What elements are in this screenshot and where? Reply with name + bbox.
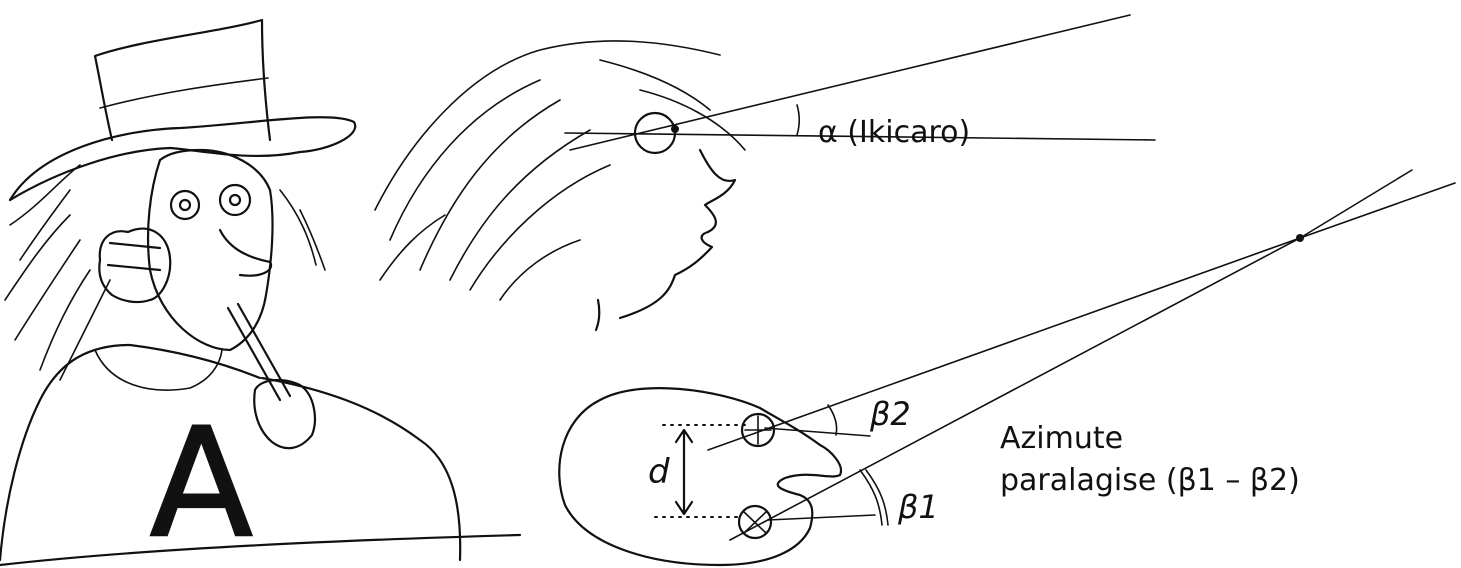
hat-brim xyxy=(8,116,357,202)
head-outline xyxy=(558,387,843,567)
far-extension-line xyxy=(1299,182,1456,239)
face-profile xyxy=(594,148,737,332)
left-eye xyxy=(169,189,201,221)
lower-eye-reference-line xyxy=(767,514,876,521)
distance-label: d xyxy=(648,452,670,492)
line-of-sight xyxy=(569,14,1131,151)
distance-arrow xyxy=(674,428,694,516)
hair-strands xyxy=(4,164,326,381)
beta1-arc xyxy=(859,469,889,526)
hat-crown xyxy=(93,18,272,142)
shirt-collar xyxy=(94,349,223,391)
upper-eye-cross xyxy=(744,415,772,445)
azimute-label: Azimute xyxy=(1000,421,1123,456)
lower-eye-sight-line xyxy=(729,237,1301,541)
beta2-arc xyxy=(827,404,838,436)
upper-eye xyxy=(740,412,776,448)
lower-eye xyxy=(737,504,773,540)
horizontal-reference-line xyxy=(564,132,1156,141)
hat-band xyxy=(99,77,269,109)
raised-hand xyxy=(98,227,172,304)
face-outline xyxy=(146,148,274,352)
beta1-label: β1 xyxy=(897,488,939,526)
table-edge xyxy=(0,533,522,567)
alpha-angle-arc xyxy=(796,104,801,136)
lower-hand xyxy=(253,378,316,450)
right-pupil xyxy=(228,193,242,207)
right-eye xyxy=(218,183,252,217)
paralagise-label: paralagise (β1 – β2) xyxy=(1000,463,1300,498)
beta2-label: β2 xyxy=(869,395,911,433)
head-top-view: d β2 β1 Azimute paralagise (β1 – β2) xyxy=(558,169,1456,567)
shirt-body xyxy=(0,343,462,562)
far-extension-line-2 xyxy=(1299,169,1413,239)
upper-eye-reference-line xyxy=(764,427,871,437)
profile-figure: α (Ikicaro) xyxy=(374,14,1156,332)
nose xyxy=(218,228,273,277)
shirt-letter: A xyxy=(150,397,253,568)
upper-eye-sight-line xyxy=(707,237,1301,451)
profile-hair-strands xyxy=(374,40,746,301)
alpha-label: α (Ikicaro) xyxy=(818,115,970,150)
profile-pupil xyxy=(671,125,679,133)
girl-with-hat-figure: A xyxy=(0,18,522,568)
left-pupil xyxy=(178,198,192,212)
lower-eye-cross xyxy=(743,511,767,534)
observed-point xyxy=(1296,234,1304,242)
